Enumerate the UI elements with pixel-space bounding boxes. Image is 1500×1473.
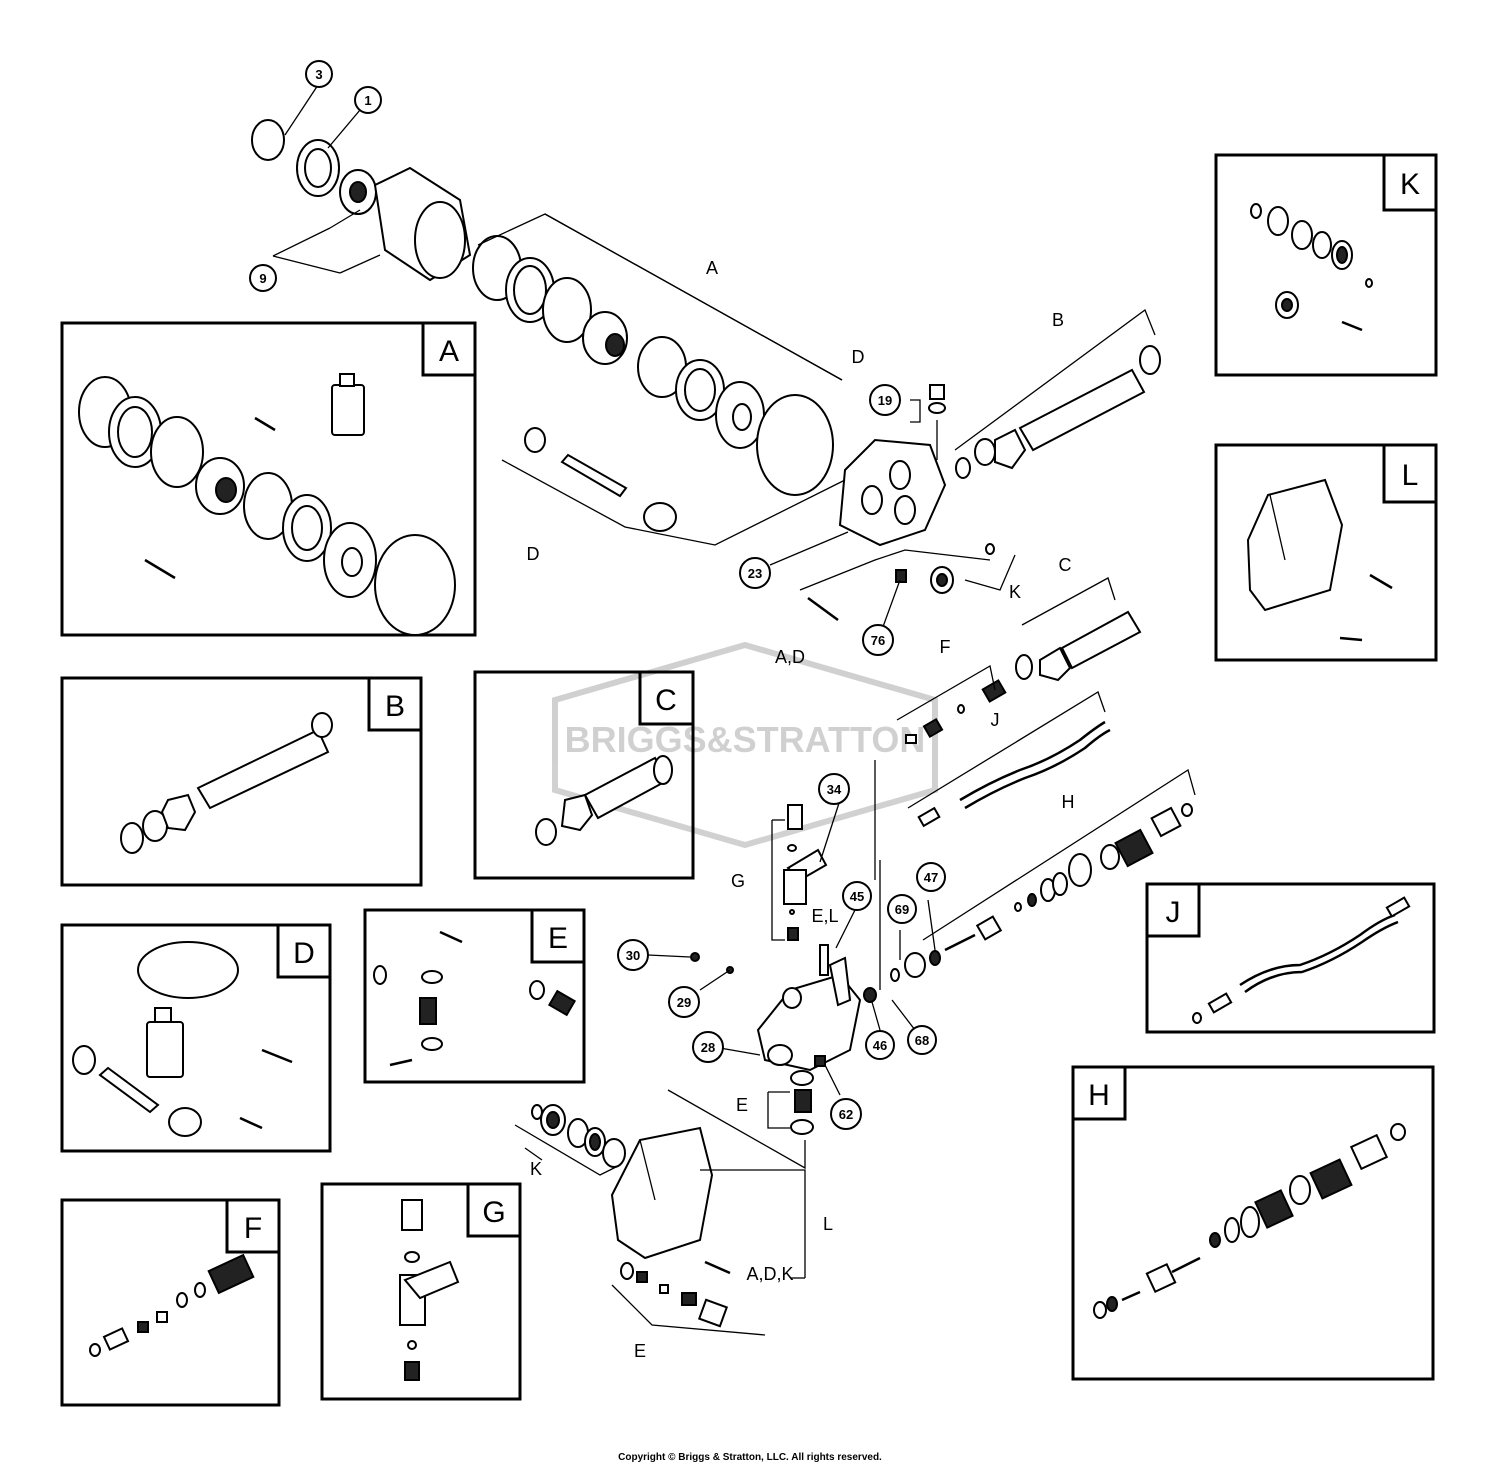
svg-text:19: 19: [878, 393, 892, 408]
svg-text:G: G: [731, 871, 745, 891]
callout-3: 3: [305, 60, 333, 88]
svg-text:34: 34: [827, 782, 842, 797]
crankcase-assembly: [251, 119, 1193, 1328]
svg-text:D: D: [527, 544, 540, 564]
kit-box-d: D: [60, 923, 332, 1153]
svg-text:29: 29: [677, 995, 691, 1010]
svg-text:28: 28: [701, 1040, 715, 1055]
svg-text:62: 62: [839, 1107, 853, 1122]
svg-text:B: B: [1052, 310, 1064, 330]
briggs-stratton-watermark: BRIGGS&STRATTON: [552, 641, 938, 849]
svg-text:K: K: [1400, 168, 1420, 201]
svg-text:C: C: [655, 684, 677, 717]
svg-text:47: 47: [924, 870, 938, 885]
svg-text:9: 9: [259, 271, 266, 286]
svg-text:H: H: [1088, 1079, 1110, 1112]
kit-box-b: B: [60, 676, 423, 887]
svg-text:K: K: [1009, 582, 1021, 602]
svg-text:30: 30: [626, 948, 640, 963]
svg-text:D: D: [293, 937, 315, 970]
leader-lines: [272, 84, 1196, 1336]
svg-text:G: G: [482, 1196, 505, 1229]
svg-text:46: 46: [873, 1038, 887, 1053]
svg-text:E: E: [548, 922, 568, 955]
svg-text:F: F: [244, 1212, 262, 1245]
svg-text:68: 68: [915, 1033, 929, 1048]
callout-23: 23: [739, 557, 771, 589]
svg-text:3: 3: [315, 67, 322, 82]
callout-76: 76: [862, 624, 894, 656]
kit-box-g: G: [320, 1182, 522, 1401]
kit-box-j: J: [1145, 882, 1436, 1034]
callout-62: 62: [830, 1098, 862, 1130]
svg-text:H: H: [1062, 792, 1075, 812]
svg-text:A,D,K: A,D,K: [746, 1264, 793, 1284]
svg-text:A: A: [439, 335, 459, 368]
svg-text:1: 1: [364, 93, 371, 108]
callout-46: 46: [865, 1030, 895, 1060]
callout-29: 29: [668, 986, 700, 1018]
kit-box-c: C: [473, 670, 695, 880]
svg-text:L: L: [823, 1214, 833, 1234]
svg-text:B: B: [385, 690, 405, 723]
svg-text:E: E: [634, 1341, 646, 1361]
svg-text:BRIGGS&STRATTON: BRIGGS&STRATTON: [565, 719, 926, 760]
svg-text:J: J: [1166, 896, 1181, 929]
callout-47: 47: [916, 862, 946, 892]
kit-box-a: A: [60, 321, 477, 637]
assembly-labels: A B C D D K A,D F J H G E,L E K L A,D,K …: [527, 258, 1075, 1361]
callout-30: 30: [617, 939, 649, 971]
callout-1: 1: [354, 86, 382, 114]
svg-text:E: E: [736, 1095, 748, 1115]
svg-text:E,L: E,L: [811, 906, 838, 926]
kit-box-e: E: [363, 908, 586, 1084]
callout-34: 34: [818, 773, 850, 805]
kit-box-f: F: [60, 1198, 281, 1407]
svg-text:F: F: [940, 637, 951, 657]
svg-text:C: C: [1059, 555, 1072, 575]
svg-text:23: 23: [748, 566, 762, 581]
copyright-notice: Copyright © Briggs & Stratton, LLC. All …: [618, 1452, 882, 1463]
callout-68: 68: [907, 1025, 937, 1055]
svg-text:A: A: [706, 258, 718, 278]
svg-text:D: D: [852, 347, 865, 367]
callout-45: 45: [842, 881, 872, 911]
kit-box-k: K: [1214, 153, 1438, 377]
svg-text:45: 45: [850, 889, 864, 904]
svg-text:A,D: A,D: [775, 647, 805, 667]
callout-19: 19: [869, 384, 901, 416]
svg-text:L: L: [1402, 459, 1419, 492]
callout-9: 9: [249, 264, 277, 292]
svg-text:76: 76: [871, 633, 885, 648]
svg-text:69: 69: [895, 902, 909, 917]
svg-text:K: K: [530, 1159, 542, 1179]
kit-box-h: H: [1071, 1065, 1435, 1381]
callout-69: 69: [887, 894, 917, 924]
callout-28: 28: [692, 1031, 724, 1063]
kit-box-l: L: [1214, 443, 1438, 662]
svg-text:J: J: [991, 710, 1000, 730]
